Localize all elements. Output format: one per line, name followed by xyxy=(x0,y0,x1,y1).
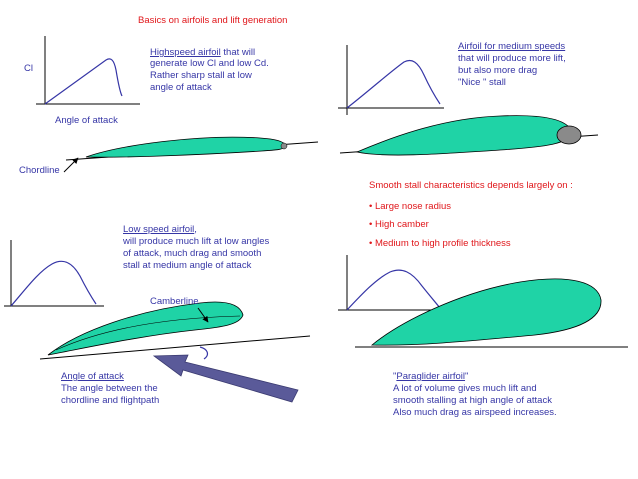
smooth-stall-bullet-3: • Medium to high profile thickness xyxy=(369,238,511,249)
aoa-note-line-3: chordline and flightpath xyxy=(61,395,160,406)
lowspeed-airfoil-link[interactable]: Low speed airfoil xyxy=(123,224,195,235)
lowspeed-camberline xyxy=(55,315,241,351)
graph3-cl-curve xyxy=(10,260,97,307)
bullet-text-3: Medium to high profile thickness xyxy=(374,238,511,249)
graph4-cl-curve xyxy=(346,269,441,311)
highspeed-cl-graph xyxy=(36,36,140,105)
medium-airfoil xyxy=(355,115,573,156)
bullet-text-2: High camber xyxy=(374,219,429,230)
smooth-stall-bullet-2: • High camber xyxy=(369,219,429,230)
lowspeed-airfoil xyxy=(47,301,244,356)
medium-cl-graph xyxy=(338,45,444,115)
paraglider-caption-line-4: Also much drag as airspeed increases. xyxy=(393,407,557,418)
highspeed-nose xyxy=(280,142,288,150)
slide-title: Basics on airfoils and lift generation xyxy=(138,15,288,26)
paraglider-airfoil xyxy=(370,278,602,346)
graph1-cl-curve xyxy=(44,58,123,105)
paraglider-caption-line-1: "Paraglider airfoil" xyxy=(393,371,468,383)
aoa-note-line-2: The angle between the xyxy=(61,383,158,394)
lowspeed-cl-graph xyxy=(4,240,104,307)
highspeed-airfoil xyxy=(85,136,287,158)
highspeed-caption-line-2: generate low Cl and low Cd. xyxy=(150,58,269,69)
paraglider-airfoil-link[interactable]: Paraglider airfoil xyxy=(396,371,466,382)
angle-of-attack-axis-label: Angle of attack xyxy=(55,115,118,126)
camberline-label: Camberline xyxy=(150,296,199,307)
highspeed-airfoil-figure xyxy=(63,136,319,173)
medium-caption-line-4: "Nice " stall xyxy=(458,77,506,88)
cl-axis-label: Cl xyxy=(24,63,33,74)
lowspeed-caption-line-1: Low speed airfoil, xyxy=(123,224,197,236)
lowspeed-line-1-rest: , xyxy=(194,224,197,235)
highspeed-airfoil-link[interactable]: Highspeed airfoil xyxy=(150,47,221,58)
medium-caption-line-3: but also more drag xyxy=(458,65,538,76)
quote-open: " xyxy=(393,371,397,382)
lowspeed-caption-line-2: will produce much lift at low angles xyxy=(123,236,270,247)
medium-nose xyxy=(556,125,582,145)
paraglider-cl-graph xyxy=(338,255,444,311)
medium-airfoil-figure xyxy=(339,115,599,156)
lowspeed-chordline xyxy=(39,335,311,360)
paraglider-caption-line-3: smooth stalling at high angle of attack xyxy=(393,395,552,406)
paraglider-caption-line-2: A lot of volume gives much lift and xyxy=(393,383,537,394)
angle-of-attack-arc xyxy=(199,346,209,360)
lowspeed-caption-line-4: stall at medium angle of attack xyxy=(123,260,252,271)
camberline-pointer-arrow xyxy=(197,307,209,323)
chordline-pointer-arrow xyxy=(63,157,79,173)
highspeed-caption-line-4: angle of attack xyxy=(150,82,212,93)
lowspeed-airfoil-figure xyxy=(39,301,311,403)
lowspeed-caption-line-3: of attack, much drag and smooth xyxy=(123,248,262,259)
flightpath-arrow xyxy=(152,354,299,403)
bullet-text-1: Large nose radius xyxy=(374,201,452,212)
smooth-stall-bullet-1: • Large nose radius xyxy=(369,201,452,212)
highspeed-caption-line-1: Highspeed airfoil that will xyxy=(150,47,255,59)
angle-of-attack-link[interactable]: Angle of attack xyxy=(61,371,124,382)
smooth-stall-heading: Smooth stall characteristics depends lar… xyxy=(369,180,573,191)
chordline-label: Chordline xyxy=(19,165,60,176)
highspeed-caption-line-3: Rather sharp stall at low xyxy=(150,70,252,81)
medium-caption-line-2: that will produce more lift, xyxy=(458,53,566,64)
quote-close: " xyxy=(465,371,469,382)
paraglider-airfoil-figure xyxy=(355,278,628,348)
graph2-cl-curve xyxy=(346,59,441,109)
medium-airfoil-link[interactable]: Airfoil for medium speeds xyxy=(458,41,566,52)
highspeed-line-1-rest: that will xyxy=(220,47,256,58)
